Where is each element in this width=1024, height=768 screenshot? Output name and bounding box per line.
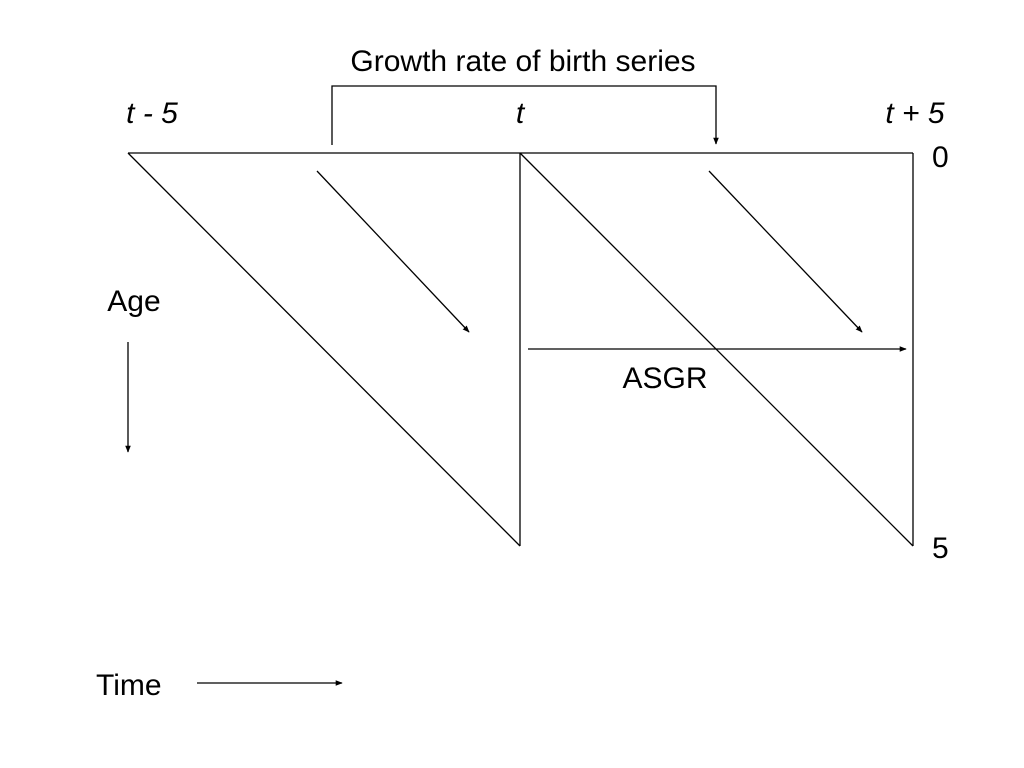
time-label-right: t + 5: [885, 97, 945, 130]
time-label-middle: t: [516, 97, 526, 130]
age-axis-label: Age: [107, 285, 160, 318]
asgr-label: ASGR: [622, 362, 707, 395]
age-label-bottom: 5: [932, 532, 949, 565]
birth-series-bracket: [331, 85, 719, 145]
diagram-title: Growth rate of birth series: [350, 45, 695, 78]
time-axis-label: Time: [96, 669, 162, 702]
left-triangle-diagonal: [127, 152, 521, 547]
age-label-top: 0: [932, 141, 949, 174]
left-cohort-arrow: [316, 170, 470, 333]
time-label-left: t - 5: [126, 97, 178, 130]
right-cohort-arrow: [708, 170, 863, 333]
